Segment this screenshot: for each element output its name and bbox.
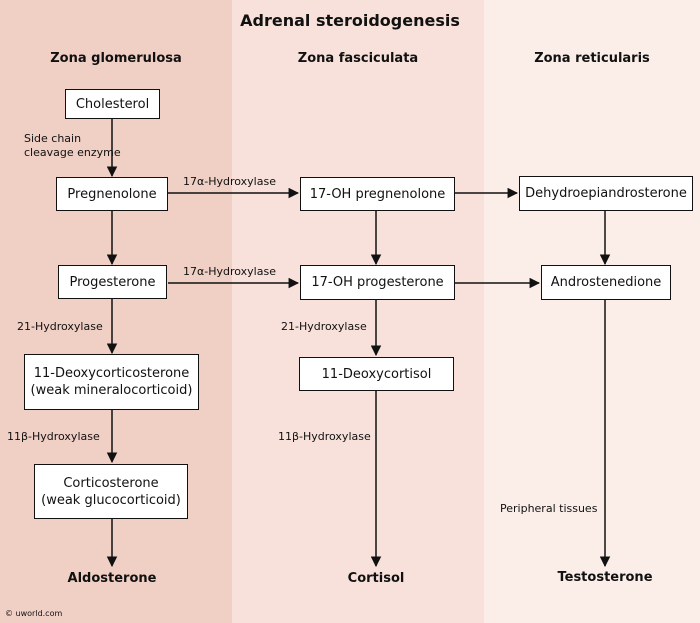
product-testosterone: Testosterone [557,570,653,585]
node-pregnenolone: Pregnenolone [56,177,168,211]
node-17oh-progesterone: 17-OH progesterone [300,265,455,300]
enzyme-11b-hydroxylase-mid: 11β-Hydroxylase [278,430,371,443]
diagram-title: Adrenal steroidogenesis [240,11,460,30]
zone-heading-fasciculata: Zona fasciculata [297,51,419,66]
enzyme-side-chain-cleavage: Side chain cleavage enzyme [24,132,121,160]
node-deoxycorticosterone-note: (weak mineralocorticoid) [30,383,193,398]
node-dehydroepiandrosterone: Dehydroepiandrosterone [519,176,693,211]
product-aldosterone: Aldosterone [67,571,157,586]
label-peripheral-tissues: Peripheral tissues [500,502,598,515]
node-corticosterone-note: (weak glucocorticoid) [41,492,181,508]
node-corticosterone-name: Corticosterone [63,475,159,491]
zona-fasciculata-band [232,0,484,623]
node-deoxycorticosterone: 11-Deoxycorticosterone (weak mineralocor… [24,354,199,410]
node-androstenedione: Androstenedione [541,265,671,300]
node-progesterone: Progesterone [58,265,167,299]
zone-heading-glomerulosa: Zona glomerulosa [50,51,182,66]
copyright-notice: © uworld.com [5,609,63,618]
enzyme-17a-hydroxylase-mid: 17α-Hydroxylase [183,265,276,278]
enzyme-21-hydroxylase-left: 21-Hydroxylase [17,320,103,333]
node-deoxycortisol: 11-Deoxycortisol [299,357,454,391]
enzyme-21-hydroxylase-mid: 21-Hydroxylase [281,320,367,333]
node-17oh-pregnenolone: 17-OH pregnenolone [300,177,455,211]
node-deoxycorticosterone-name: 11-Deoxycorticosterone [33,366,190,381]
enzyme-side-chain-line1: Side chain [24,132,82,145]
enzyme-11b-hydroxylase-left: 11β-Hydroxylase [7,430,100,443]
product-cortisol: Cortisol [347,571,405,586]
enzyme-side-chain-line2: cleavage enzyme [24,146,121,159]
node-cholesterol: Cholesterol [65,89,160,119]
zona-reticularis-band [484,0,700,623]
enzyme-17a-hydroxylase-top: 17α-Hydroxylase [183,175,276,188]
node-corticosterone: Corticosterone (weak glucocorticoid) [34,464,188,519]
zone-heading-reticularis: Zona reticularis [534,51,650,66]
